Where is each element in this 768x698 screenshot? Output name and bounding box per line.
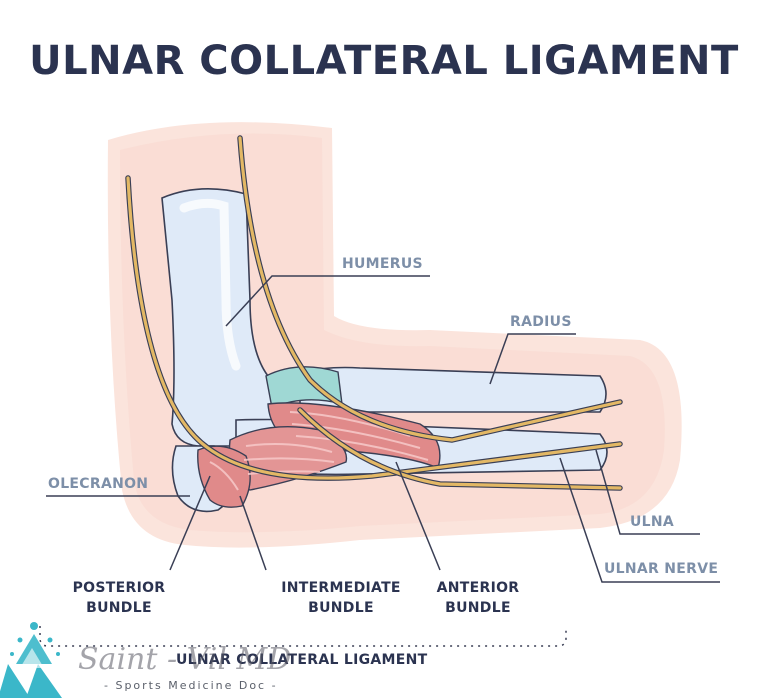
intermediate-leader (239, 495, 267, 571)
humerus-leader (225, 275, 430, 327)
label-intermediate-line2: BUNDLE (308, 600, 374, 616)
label-intermediate-bundle: INTERMEDIATE BUNDLE (256, 578, 426, 618)
ulna-leader (595, 449, 700, 535)
median-nerve-path (238, 136, 622, 442)
label-anterior-line1: ANTERIOR (436, 580, 520, 596)
humerus-highlight (179, 198, 241, 371)
branch-nerve-path (298, 408, 622, 490)
ligament-bracket (39, 626, 567, 647)
label-olecranon: OLECRANON (48, 476, 149, 492)
watermark-name: Saint - Vil MD (78, 642, 292, 677)
label-posterior-line1: POSTERIOR (72, 580, 166, 596)
label-radius: RADIUS (510, 314, 572, 330)
label-posterior-line2: BUNDLE (86, 600, 152, 616)
label-posterior-bundle: POSTERIOR BUNDLE (44, 578, 194, 618)
ulnar-nerve-path (126, 176, 622, 480)
label-ulna: ULNA (630, 514, 675, 530)
radius-leader (489, 333, 576, 385)
label-humerus: HUMERUS (342, 256, 423, 272)
label-ucl-bracket: ULNAR COLLATERAL LIGAMENT (176, 652, 428, 668)
label-intermediate-line1: INTERMEDIATE (281, 580, 401, 596)
label-anterior-bundle: ANTERIOR BUNDLE (418, 578, 538, 618)
nerves (125, 135, 623, 491)
watermark-subtitle: - Sports Medicine Doc - (104, 679, 278, 692)
page-title: ULNAR COLLATERAL LIGAMENT (29, 38, 739, 84)
posterior-leader (169, 475, 211, 571)
logo-mark (0, 622, 62, 698)
label-anterior-line2: BUNDLE (445, 600, 511, 616)
anterior-leader (395, 461, 441, 571)
leader-lines (46, 275, 720, 583)
ulnar-nerve-leader (559, 457, 720, 583)
label-ulnar-nerve: ULNAR NERVE (604, 561, 719, 577)
